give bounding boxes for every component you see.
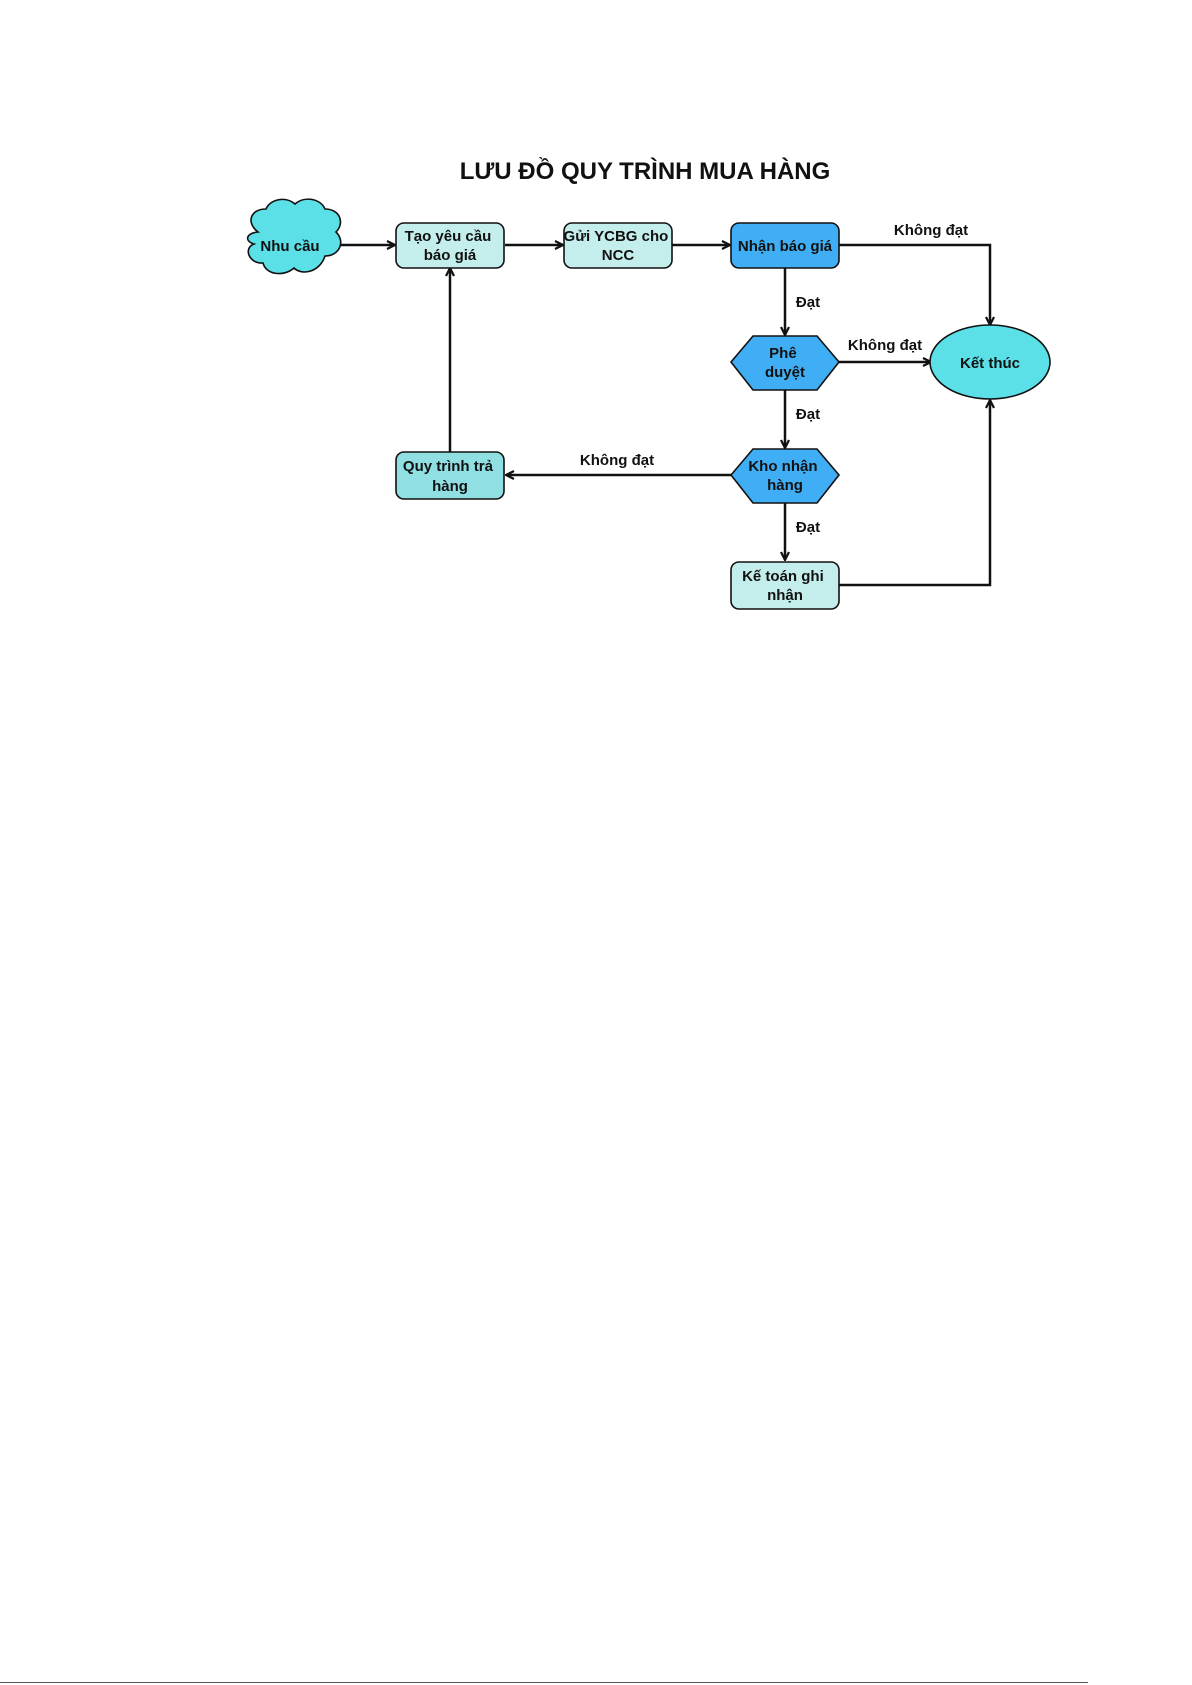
node-kho-nhan-hang: Kho nhận hàng [731,449,839,503]
edge-label-nhan-bao-gia-dat: Đạt [796,294,820,311]
edges [338,245,990,585]
cloud-shape [248,199,341,273]
edge-label-kho-dat: Đạt [796,519,820,536]
node-nhu-cau: Nhu cầu [248,199,341,273]
page-bottom-rule [0,1682,1088,1683]
node-tao-yeu-cau-bao-gia: Tạo yêu cầu báo giá [396,223,504,268]
node-ke-toan-ghi-nhan: Kế toán ghi nhận [731,562,839,609]
node-nhan-bao-gia-label: Nhận báo giá [738,238,833,255]
edge-label-nhan-bao-gia-khong-dat: Không đạt [894,222,968,239]
edge-label-phe-duyet-dat: Đạt [796,406,820,423]
edge-nhan-bao-gia-to-ket-thuc [839,245,990,325]
edge-ke-toan-to-ket-thuc [839,400,990,585]
node-phe-duyet: Phê duyệt [731,336,839,390]
node-nhan-bao-gia: Nhận báo giá [731,223,839,268]
edge-label-phe-duyet-khong-dat: Không đạt [848,337,922,354]
node-nhu-cau-label: Nhu cầu [260,238,319,255]
node-ket-thuc: Kết thúc [930,325,1050,399]
edge-label-kho-khong-dat: Không đạt [580,452,654,469]
node-quy-trinh-tra-hang: Quy trình trả hàng [396,452,504,499]
node-gui-ycbg-cho-ncc: Gửi YCBG cho NCC [564,223,673,268]
node-ket-thuc-label: Kết thúc [960,355,1020,372]
diagram-title: LƯU ĐỒ QUY TRÌNH MUA HÀNG [460,157,831,185]
